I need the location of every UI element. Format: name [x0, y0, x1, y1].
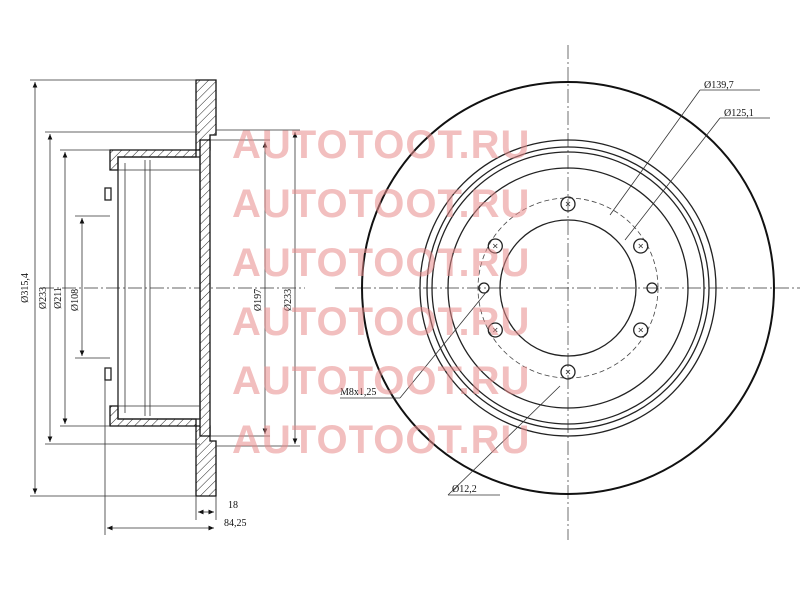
side-dimensions: [30, 79, 300, 535]
bolt-hole-center: [565, 201, 571, 207]
notch-bottom: [104, 367, 112, 381]
leader-pcd2: [624, 117, 721, 241]
bolt-hole-center: [638, 243, 644, 249]
hat-edge: [447, 167, 689, 409]
leader-hole: [447, 385, 561, 496]
thread-hole: [646, 282, 658, 294]
dim-hole: Ø12,2: [452, 484, 477, 495]
bolt-hole-center: [638, 327, 644, 333]
dim-thread: M8x1,25: [340, 387, 376, 398]
hub-bore: [117, 156, 201, 420]
dim-pcd2: Ø125,1: [724, 108, 754, 119]
bolt-hole: [487, 322, 503, 338]
center-bore: [499, 219, 637, 357]
dim-211: Ø211: [53, 287, 64, 309]
hat-wall-bottom: [109, 405, 197, 427]
bolt-hole: [633, 322, 649, 338]
dim-outer: Ø315,4: [20, 273, 31, 303]
dim-height: 84,25: [224, 518, 247, 529]
front-view: Ø139,7 Ø125,1 M8x1,25 Ø12,2: [335, 45, 800, 540]
dim-233-left: Ø233: [38, 287, 49, 309]
mounting-face: [199, 139, 211, 437]
bolt-hole: [633, 238, 649, 254]
bolt-holes: [478, 196, 658, 380]
bolt-hole: [560, 196, 576, 212]
hat-wall-top: [109, 149, 197, 171]
watermark-text: AUTOTOOT.RU: [232, 182, 530, 226]
watermark-text: AUTOTOOT.RU: [232, 300, 530, 344]
friction-inner-2: [426, 146, 710, 430]
dim-197: Ø197: [253, 289, 264, 311]
leader-pcd: [609, 89, 701, 216]
pcd-circle: [477, 197, 659, 379]
watermark-text: AUTOTOOT.RU: [232, 418, 530, 462]
watermark: AUTOTOOT.RU AUTOTOOT.RU AUTOTOOT.RU AUTOTOO…: [232, 123, 530, 462]
watermark-text: AUTOTOOT.RU: [232, 123, 530, 167]
dim-108: Ø108: [70, 289, 81, 311]
leader-thread: [399, 289, 489, 399]
friction-inner-1: [419, 139, 717, 437]
thread-hole: [478, 282, 490, 294]
bolt-hole: [560, 364, 576, 380]
dim-pcd: Ø139,7: [704, 80, 734, 91]
watermark-text: AUTOTOOT.RU: [232, 359, 530, 403]
side-view: Ø315,4 Ø233 Ø211 Ø108 Ø197 Ø233 18 84,25: [20, 79, 305, 535]
disc-outer-edge: [361, 81, 775, 495]
bolt-hole-center: [492, 243, 498, 249]
bolt-hole-center: [492, 327, 498, 333]
bolt-hole: [487, 238, 503, 254]
friction-inner-3: [431, 151, 705, 425]
bolt-hole-center: [565, 369, 571, 375]
watermark-text: AUTOTOOT.RU: [232, 241, 530, 285]
dim-thickness: 18: [228, 500, 238, 511]
dim-233-right: Ø233: [283, 289, 294, 311]
notch-top: [104, 187, 112, 201]
